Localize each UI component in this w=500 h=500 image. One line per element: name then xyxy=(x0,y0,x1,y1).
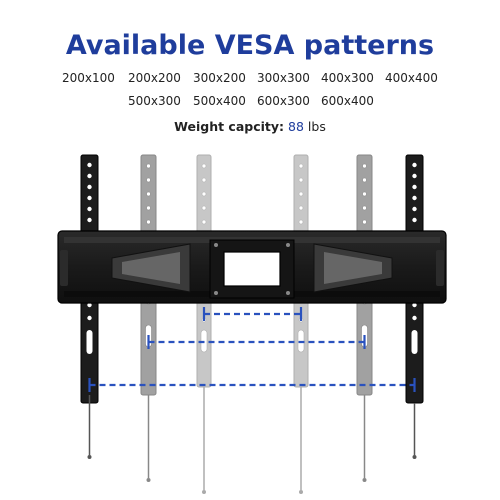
vesa-pattern-item: 200x100 xyxy=(62,71,115,85)
weight-capacity-unit: lbs xyxy=(307,119,326,134)
vesa-pattern-item: 500x400 xyxy=(193,94,246,108)
vesa-pattern-item: 400x300 xyxy=(321,71,374,85)
vesa-pattern-item: 500x300 xyxy=(128,94,181,108)
vesa-pattern-item: 600x400 xyxy=(321,94,374,108)
vesa-pattern-item: 400x400 xyxy=(385,71,438,85)
weight-capacity: Weight capcity: 88 lbs xyxy=(0,118,500,136)
vesa-pattern-item: 300x200 xyxy=(193,71,246,85)
vesa-pattern-item: 300x300 xyxy=(257,71,310,85)
page-title: Available VESA patterns xyxy=(65,30,435,61)
dimension-line-400 xyxy=(147,335,366,349)
dimension-line-300 xyxy=(202,307,303,321)
safety-rods xyxy=(87,387,417,494)
weight-capacity-label: Weight capcity: xyxy=(174,119,285,134)
vesa-pattern-item: 600x300 xyxy=(257,94,310,108)
weight-capacity-value: 88 xyxy=(288,119,304,134)
vesa-dimension-lines xyxy=(88,307,416,392)
mount-wall-plate xyxy=(57,230,447,304)
dimension-line-600 xyxy=(88,378,416,392)
vesa-pattern-item: 200x200 xyxy=(128,71,181,85)
